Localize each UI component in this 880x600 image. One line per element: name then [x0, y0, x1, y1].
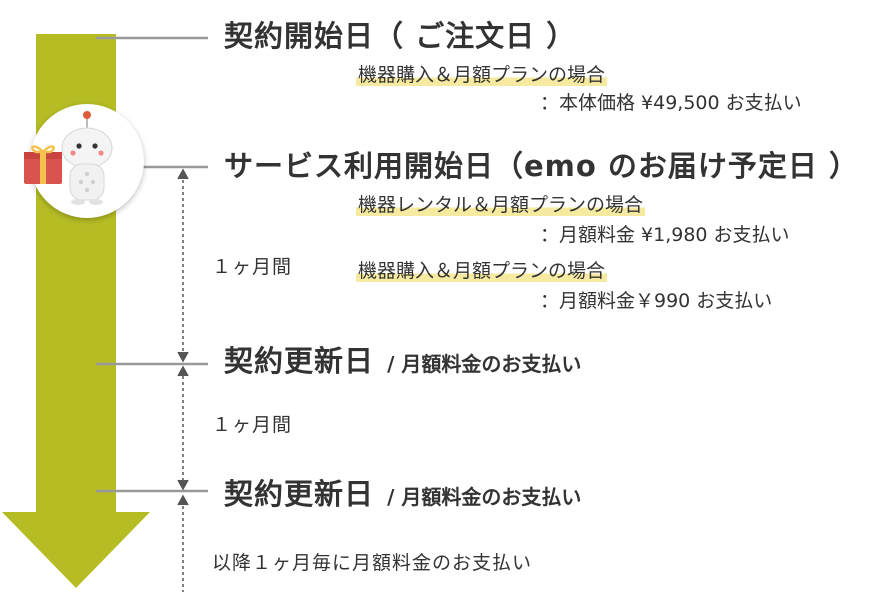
interval-arrow-3 [177, 494, 189, 592]
service-start-title: サービス利用開始日（emo のお届け予定日 ） [224, 149, 860, 183]
service-start-price-rental: ：月額料金 ¥1,980 お支払い [540, 224, 790, 246]
emo-robot-icon [61, 111, 113, 205]
renewal-2-heading: 契約更新日 / 月額料金のお支払い [224, 480, 581, 509]
interval-label-2: １ヶ月間 [212, 414, 293, 436]
plan-label: 機器購入＆月額プランの場合 [356, 64, 608, 86]
emo-robot-badge [30, 104, 144, 218]
contract-start-price-purchase: ：本体価格 ¥49,500 お支払い [540, 92, 802, 114]
interval-arrow-1 [177, 168, 189, 363]
contract-start-plan-purchase: 機器購入＆月額プランの場合 [356, 64, 608, 86]
service-start-plan-purchase: 機器購入＆月額プランの場合 [356, 260, 608, 282]
renewal-1-title: 契約更新日 [224, 344, 375, 378]
renewal-1-subtitle: / 月額料金のお支払い [387, 352, 582, 376]
plan-label: 機器レンタル＆月額プランの場合 [356, 194, 646, 216]
service-start-plan-rental: 機器レンタル＆月額プランの場合 [356, 194, 646, 216]
service-start-price-purchase: ：月額料金￥990 お支払い [540, 290, 773, 312]
gift-box-icon [24, 145, 62, 184]
renewal-2-title: 契約更新日 [224, 477, 375, 511]
footer-note: 以降１ヶ月毎に月額料金のお支払い [212, 552, 533, 574]
interval-label-1: １ヶ月間 [212, 256, 293, 278]
contract-start-title: 契約開始日（ ご注文日 ） [224, 19, 577, 53]
renewal-1-heading: 契約更新日 / 月額料金のお支払い [224, 347, 581, 376]
renewal-2-subtitle: / 月額料金のお支払い [387, 485, 582, 509]
interval-arrow-2 [177, 365, 189, 491]
plan-label: 機器購入＆月額プランの場合 [356, 260, 608, 282]
